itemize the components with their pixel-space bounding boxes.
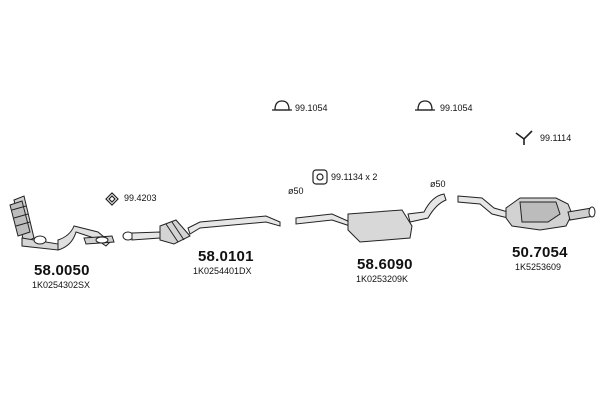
catalytic-converter-front (9, 195, 115, 251)
diameter-label-1: ø50 (288, 186, 304, 196)
part-code-middle-silencer: 58.6090 (357, 256, 413, 273)
oem-code-middle-silencer: 1K0253209K (356, 274, 409, 284)
oem-code-catalytic-middle: 1K0254401DX (193, 266, 252, 276)
part-code-catalytic-middle: 58.0101 (198, 248, 254, 265)
gasket-code: 99.4203 (124, 193, 157, 203)
hanger-bracket-icon (515, 130, 533, 145)
part-code-catalytic-front: 58.0050 (34, 262, 90, 279)
rubber-mount-code: 99.1134 x 2 (331, 172, 378, 182)
clamp-code-1: 99.1054 (295, 103, 328, 113)
clamp-icon-1 (272, 100, 292, 111)
part-code-rear-silencer: 50.7054 (512, 244, 568, 261)
gasket-icon (105, 192, 119, 206)
rear-silencer (457, 195, 596, 231)
catalytic-converter-middle (122, 215, 281, 245)
hanger-bracket-code: 99.1114 (540, 133, 572, 143)
oem-code-rear-silencer: 1K5253609 (515, 262, 562, 272)
diameter-label-2: ø50 (430, 179, 446, 189)
middle-silencer (295, 193, 447, 243)
clamp-code-2: 99.1054 (440, 103, 473, 113)
clamp-icon-2 (415, 100, 435, 111)
oem-code-catalytic-front: 1K0254302SX (32, 280, 91, 290)
rubber-mount-icon (312, 169, 328, 185)
